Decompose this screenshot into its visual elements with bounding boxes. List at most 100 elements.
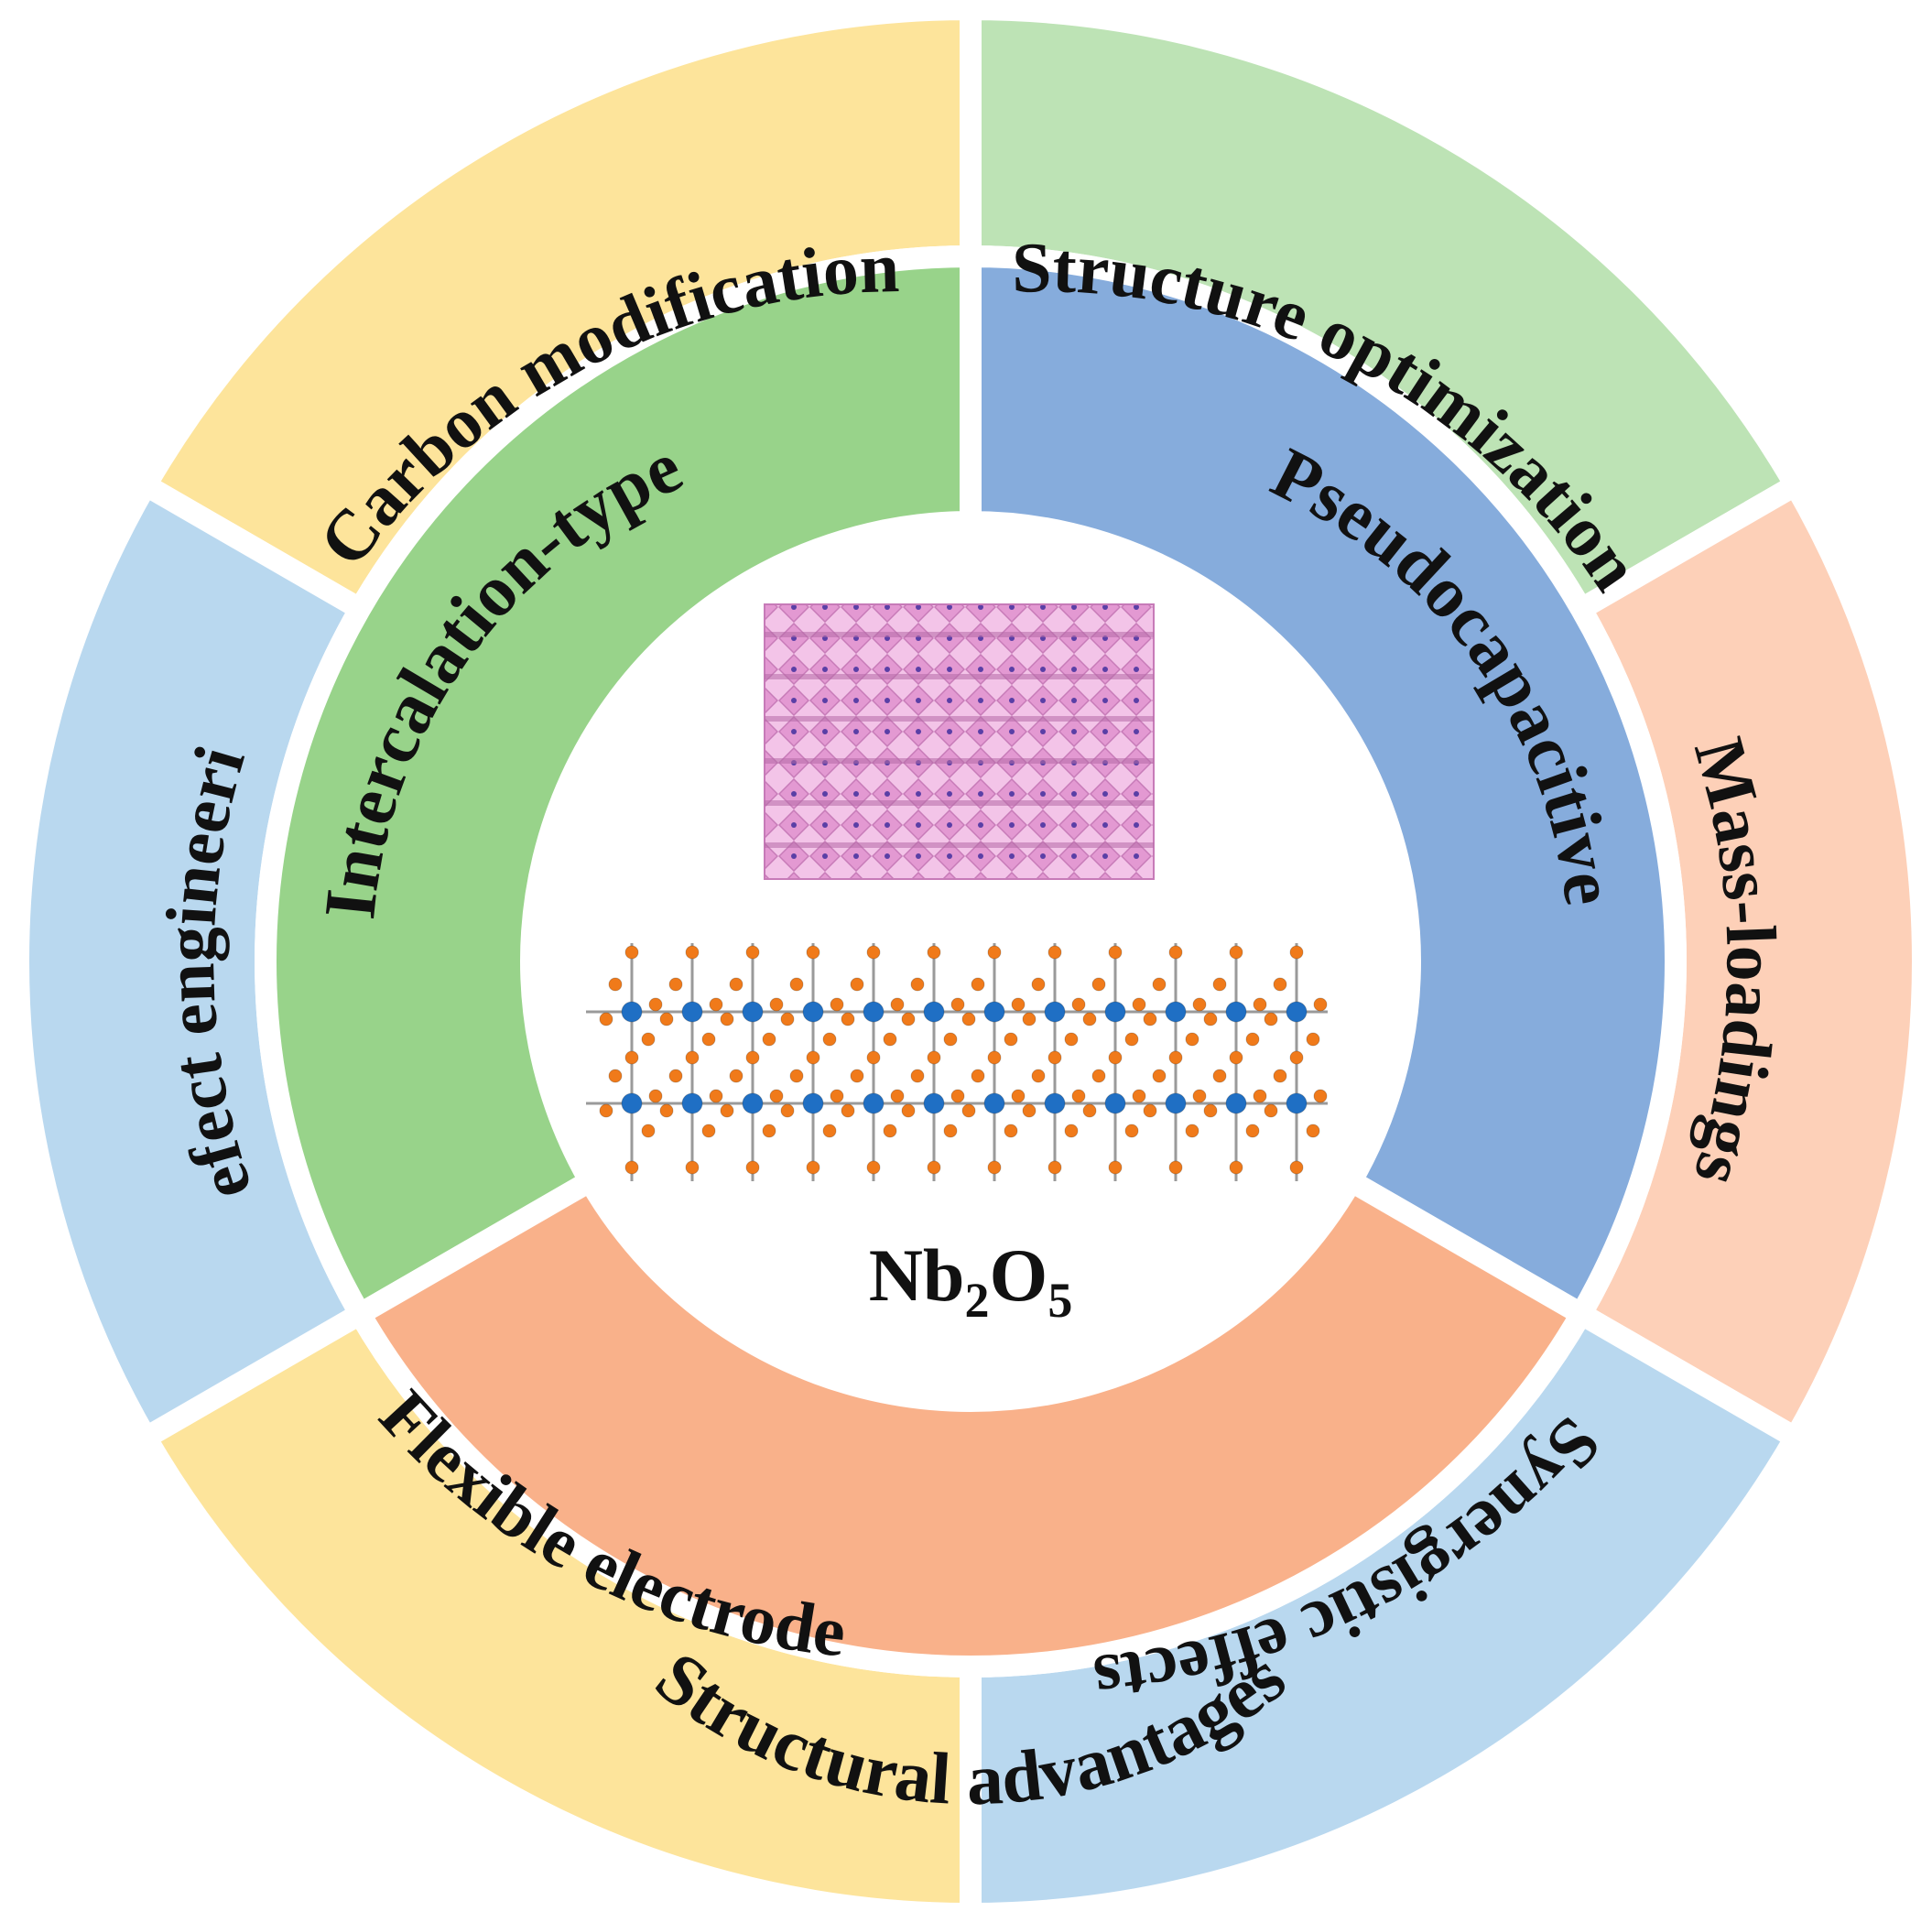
oxygen-atom bbox=[701, 1124, 716, 1138]
oxygen-atom bbox=[1168, 945, 1183, 960]
oxygen-atom bbox=[780, 1012, 795, 1026]
niobium-atom bbox=[742, 1092, 764, 1114]
oxygen-atom bbox=[971, 977, 985, 992]
oxygen-atom bbox=[943, 1124, 958, 1138]
oxygen-atom bbox=[1185, 1032, 1199, 1047]
oxygen-atom bbox=[608, 977, 623, 992]
niobium-atom bbox=[1104, 1001, 1126, 1023]
oxygen-atom bbox=[1004, 1124, 1018, 1138]
oxygen-atom bbox=[927, 1050, 941, 1065]
oxygen-atom bbox=[1192, 997, 1207, 1012]
oxygen-atom bbox=[822, 1032, 837, 1047]
niobium-atom bbox=[1286, 1001, 1308, 1023]
oxygen-atom bbox=[709, 1089, 723, 1103]
oxygen-atom bbox=[1245, 1032, 1260, 1047]
oxygen-atom bbox=[1124, 1124, 1139, 1138]
oxygen-atom bbox=[762, 1032, 776, 1047]
oxygen-atom bbox=[822, 1124, 837, 1138]
niobium-atom bbox=[742, 1001, 764, 1023]
niobium-atom bbox=[983, 1001, 1005, 1023]
oxygen-atom bbox=[1273, 1069, 1287, 1083]
oxygen-atom bbox=[720, 1103, 734, 1118]
niobium-atom bbox=[1104, 1092, 1126, 1114]
oxygen-atom bbox=[927, 945, 941, 960]
oxygen-atom bbox=[1185, 1124, 1199, 1138]
oxygen-atom bbox=[1245, 1124, 1260, 1138]
oxygen-atom bbox=[890, 997, 905, 1012]
oxygen-atom bbox=[1152, 977, 1167, 992]
oxygen-atom bbox=[685, 1050, 700, 1065]
oxygen-atom bbox=[1289, 1160, 1304, 1175]
oxygen-atom bbox=[1071, 1089, 1086, 1103]
oxygen-atom bbox=[841, 1012, 855, 1026]
oxygen-atom bbox=[641, 1124, 656, 1138]
oxygen-atom bbox=[1031, 1069, 1046, 1083]
oxygen-atom bbox=[950, 997, 965, 1012]
oxygen-atom bbox=[659, 1103, 674, 1118]
niobium-atom bbox=[1044, 1092, 1066, 1114]
niobium-atom bbox=[681, 1092, 703, 1114]
octahedral-layer bbox=[765, 632, 1154, 637]
oxygen-atom bbox=[1091, 977, 1106, 992]
oxygen-atom bbox=[1253, 1089, 1267, 1103]
oxygen-atom bbox=[1306, 1124, 1320, 1138]
formula-nb2o5: Nb2O5 bbox=[869, 1233, 1073, 1328]
oxygen-atom bbox=[943, 1032, 958, 1047]
oxygen-atom bbox=[1124, 1032, 1139, 1047]
oxygen-atom bbox=[850, 1069, 864, 1083]
oxygen-atom bbox=[866, 945, 881, 960]
oxygen-atom bbox=[729, 977, 743, 992]
oxygen-atom bbox=[1289, 1050, 1304, 1065]
center-disk bbox=[531, 522, 1410, 1401]
oxygen-atom bbox=[599, 1103, 613, 1118]
oxygen-atom bbox=[1273, 977, 1287, 992]
octahedral-layer bbox=[765, 800, 1154, 806]
oxygen-atom bbox=[806, 1160, 820, 1175]
oxygen-atom bbox=[901, 1012, 916, 1026]
oxygen-atom bbox=[806, 1050, 820, 1065]
octahedral-crystal-structure bbox=[764, 603, 1155, 880]
oxygen-atom bbox=[720, 1012, 734, 1026]
oxygen-atom bbox=[745, 1160, 760, 1175]
oxygen-atom bbox=[685, 1160, 700, 1175]
oxygen-atom bbox=[1192, 1089, 1207, 1103]
oxygen-atom bbox=[659, 1012, 674, 1026]
oxygen-atom bbox=[1108, 945, 1123, 960]
oxygen-atom bbox=[883, 1124, 897, 1138]
oxygen-atom bbox=[1313, 1089, 1328, 1103]
oxygen-atom bbox=[950, 1089, 965, 1103]
oxygen-atom bbox=[1022, 1012, 1037, 1026]
oxygen-atom bbox=[745, 1050, 760, 1065]
oxygen-atom bbox=[769, 997, 784, 1012]
oxygen-atom bbox=[1212, 1069, 1227, 1083]
octahedral-layer bbox=[765, 716, 1154, 722]
oxygen-atom bbox=[987, 945, 1002, 960]
oxygen-atom bbox=[1229, 1050, 1243, 1065]
oxygen-atom bbox=[1289, 945, 1304, 960]
oxygen-atom bbox=[1264, 1103, 1278, 1118]
oxygen-atom bbox=[1264, 1012, 1278, 1026]
oxygen-atom bbox=[624, 945, 639, 960]
oxygen-atom bbox=[762, 1124, 776, 1138]
oxygen-atom bbox=[1031, 977, 1046, 992]
octahedral-layer bbox=[765, 674, 1154, 679]
niobium-atom bbox=[1286, 1092, 1308, 1114]
oxygen-atom bbox=[1108, 1160, 1123, 1175]
oxygen-atom bbox=[1091, 1069, 1106, 1083]
oxygen-atom bbox=[866, 1160, 881, 1175]
oxygen-atom bbox=[841, 1103, 855, 1118]
oxygen-atom bbox=[1203, 1012, 1218, 1026]
niobium-atom bbox=[1044, 1001, 1066, 1023]
oxygen-atom bbox=[1168, 1160, 1183, 1175]
oxygen-atom bbox=[1004, 1032, 1018, 1047]
oxygen-atom bbox=[987, 1160, 1002, 1175]
oxygen-atom bbox=[987, 1050, 1002, 1065]
oxygen-atom bbox=[1229, 1160, 1243, 1175]
oxygen-atom bbox=[1047, 1160, 1062, 1175]
oxygen-atom bbox=[850, 977, 864, 992]
oxygen-atom bbox=[901, 1103, 916, 1118]
niobium-atom bbox=[863, 1092, 885, 1114]
oxygen-atom bbox=[641, 1032, 656, 1047]
ball-and-stick-structure bbox=[586, 943, 1328, 1181]
oxygen-atom bbox=[1152, 1069, 1167, 1083]
